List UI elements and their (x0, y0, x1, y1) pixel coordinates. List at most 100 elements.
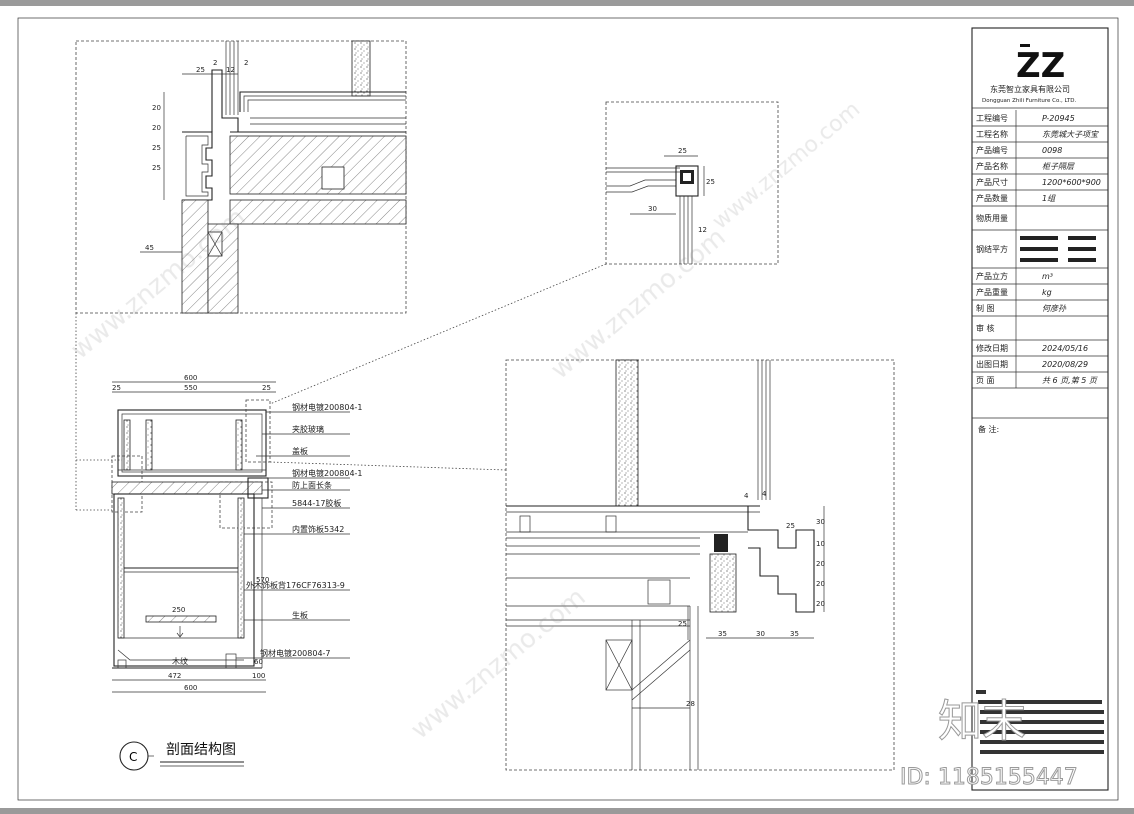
redacted-bar (1068, 258, 1096, 262)
dim-text: 30 (648, 205, 657, 213)
title-block-value: 何彦孙 (1042, 304, 1067, 313)
detail-3-core (709, 553, 737, 613)
title-block-label: 审 核 (976, 323, 995, 333)
title-block-label: 物质用量 (976, 213, 1008, 223)
dim-text: 600 (184, 684, 197, 692)
title-block-value: 0098 (1042, 146, 1062, 155)
dim-text: 4 (762, 490, 767, 498)
detail-3-glass (615, 359, 639, 507)
watermark-block: 知末 ID: 1185155447 (900, 690, 1104, 791)
dim-text: 30 (756, 630, 765, 638)
title-block-value: 1200*600*900 (1042, 178, 1101, 187)
title-block-value: P-20945 (1042, 114, 1075, 123)
logo-mark: ZZ (1016, 46, 1065, 86)
site-watermark: www.znzmo.com (405, 582, 591, 745)
title-block-value: 共 6 页,第 5 页 (1042, 376, 1099, 385)
annotation: 夹胶玻璃 (292, 424, 324, 434)
redacted-bar (1068, 236, 1096, 240)
dim-text: 570 (256, 576, 269, 584)
annotation: 5844-17胶板 (292, 498, 341, 508)
sheet-bottom-bar (0, 808, 1134, 814)
company-logo: ZZ (1016, 44, 1065, 86)
company-name-en: Dongguan Zhili Furniture Co., LTD. (982, 98, 1076, 104)
title-block-value: 东莞城大子项宝 (1042, 130, 1099, 139)
title-block-label: 修改日期 (976, 343, 1008, 353)
annotation: 防上面长条 (292, 480, 332, 490)
dim-text: 25 (112, 384, 121, 392)
sheet-top-bar (0, 0, 1134, 6)
title-block-frame (971, 27, 1109, 791)
main-section-view: 600 25 550 25 570 250 60 472 100 600 木纹 … (111, 374, 363, 693)
dim-text: 600 (184, 374, 197, 382)
dim-text: 25 (262, 384, 271, 392)
title-block-value: 2020/08/29 (1042, 360, 1088, 369)
dim-text: 4 (744, 492, 749, 500)
company-name-cn: 东莞智立家具有限公司 (990, 84, 1070, 94)
dim-text: 30 (816, 518, 825, 526)
title-block-label: 产品编号 (976, 145, 1008, 155)
dim-text: 25 (678, 147, 687, 155)
title-block-label: 工程编号 (976, 113, 1008, 123)
dim-text: 550 (184, 384, 197, 392)
dim-text: 12 (226, 66, 235, 74)
inner-tray (145, 615, 217, 623)
title-block-label: 钢结平方 (976, 244, 1008, 254)
detail-top-left: 25 2 12 2 20 20 25 25 45 (75, 40, 407, 314)
title-block-value: 2024/05/16 (1042, 344, 1088, 353)
dim-text: 20 (816, 580, 825, 588)
detail-1-glass (351, 40, 371, 97)
detail-right: 4 4 25 30 10 20 20 20 35 30 35 25 28 (505, 359, 895, 771)
dim-text: 25 (152, 164, 161, 172)
title-block-value: m³ (1042, 272, 1053, 281)
annotation-leaders (236, 411, 350, 659)
annotation: 内置饰板5342 (292, 524, 344, 534)
detail-1-slab (229, 135, 407, 195)
dim-text: 25 (678, 620, 687, 628)
annotation: 钢材电镀200804-1 (292, 468, 363, 478)
title-block-value: kg (1042, 288, 1052, 297)
watermark-id: ID: 1185155447 (900, 765, 1078, 790)
dim-text: 2 (213, 59, 217, 67)
section-title-text: 剖面结构图 (166, 742, 236, 758)
site-watermarks: www.znzmo.com www.znzmo.com www.znzmo.co… (65, 97, 865, 746)
dim-text: 20 (152, 124, 161, 132)
annotation: 盖板 (292, 446, 308, 456)
leader-line (269, 263, 607, 405)
redacted-bar (1068, 247, 1096, 251)
dim-text: 28 (686, 700, 695, 708)
annotation: 钢材电镀200804-7 (260, 648, 331, 658)
watermark-brand: 知末 (938, 696, 1026, 747)
dim-text: 25 (196, 66, 205, 74)
dim-text: 20 (152, 104, 161, 112)
annotation: 生板 (292, 610, 308, 620)
title-block: ZZ 东莞智立家具有限公司 Dongguan Zhili Furniture C… (900, 27, 1109, 791)
section-title: C 剖面结构图 (119, 741, 244, 771)
redacted-bar (1020, 236, 1058, 240)
title-block-label: 工程名称 (976, 129, 1008, 139)
detail-3-frame (505, 359, 895, 771)
detail-2-profile (675, 165, 699, 197)
section-marker-letter: C (129, 750, 137, 764)
annotation: 钢材电镀200804-1 (292, 402, 363, 412)
title-block-label: 产品重量 (976, 287, 1008, 297)
dim-text: 2 (244, 59, 248, 67)
detail-1-post (181, 199, 209, 314)
dim-text: 100 (252, 672, 265, 680)
lower-cabinet (113, 493, 255, 667)
dim-text: 10 (816, 540, 825, 548)
annotation: 外木饰板背176CF76313-9 (246, 580, 345, 590)
redacted-bar (1020, 258, 1058, 262)
dim-text: 60 (254, 658, 263, 666)
dim-text: 35 (790, 630, 799, 638)
title-block-label: 产品尺寸 (976, 177, 1008, 187)
dim-text: 25 (786, 522, 795, 530)
title-block-label: 产品立方 (976, 271, 1008, 281)
dim-text: 25 (152, 144, 161, 152)
dim-text: 250 (172, 606, 185, 614)
detail-top-middle: 25 25 30 12 (605, 101, 779, 265)
drawing-border (17, 17, 1119, 801)
upper-cabinet (117, 409, 267, 477)
detail-1-lower-slab (229, 199, 407, 225)
